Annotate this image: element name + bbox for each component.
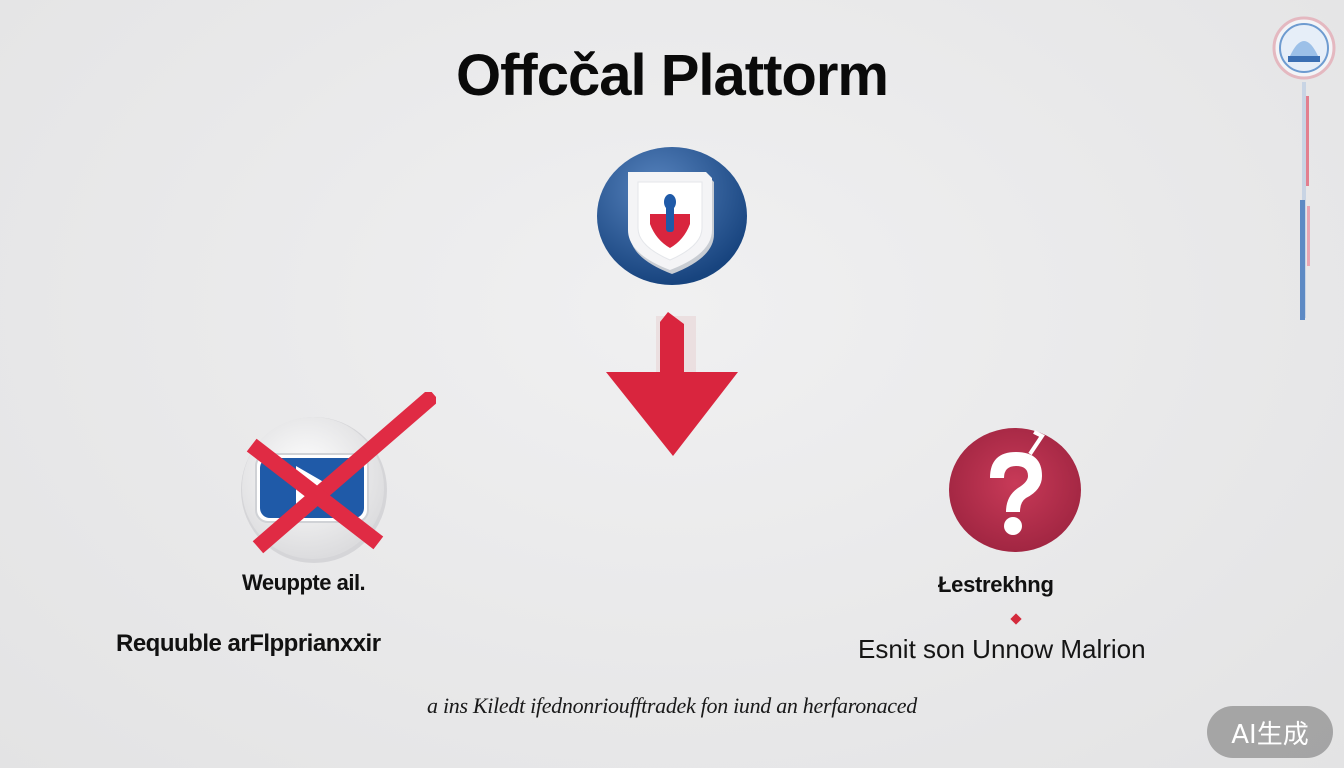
diamond-marker bbox=[1010, 613, 1022, 625]
page-title: Offcčal Plattorm bbox=[456, 43, 889, 108]
blocked-video-icon bbox=[241, 392, 436, 563]
right-subcaption: Esnit son Unnow Malrion bbox=[858, 634, 1146, 664]
down-arrow-icon bbox=[606, 312, 738, 456]
left-subcaption: Requuble arFlpprianxxir bbox=[116, 630, 381, 657]
left-caption: Weupptе ail. bbox=[242, 570, 366, 595]
shield-icon bbox=[597, 147, 747, 285]
question-mark-icon bbox=[949, 428, 1081, 552]
ai-generated-badge: AI生成 bbox=[1207, 706, 1333, 758]
emblem-icon bbox=[1272, 16, 1336, 320]
footer-caption: a ins Kiledt ifednonrioufftradek fon iun… bbox=[427, 693, 917, 718]
right-caption: Łestrekhng bbox=[938, 572, 1054, 597]
